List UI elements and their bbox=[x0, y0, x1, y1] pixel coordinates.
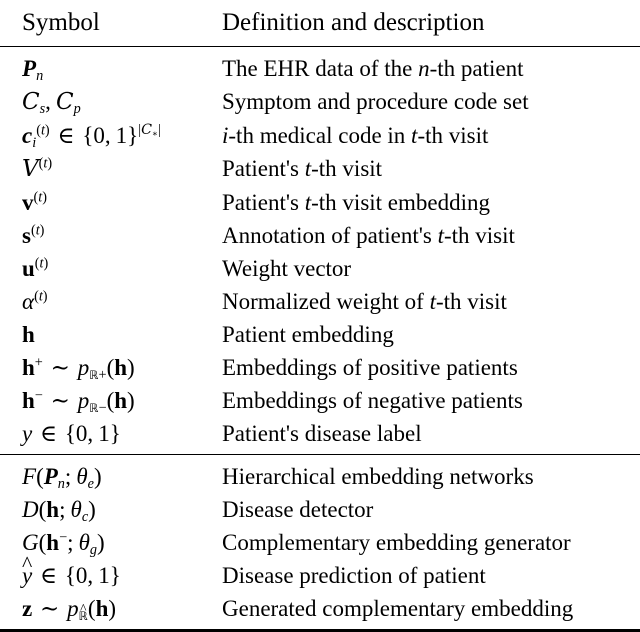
symbol-cell: y^∈{0,1} bbox=[21, 551, 121, 588]
symbol-cell: h−∼pℝ−(h) bbox=[22, 387, 135, 416]
description-cell: Patient's t-th visit embedding bbox=[222, 190, 490, 215]
table-row: h−∼pℝ−(h) Embeddings of negative patient… bbox=[0, 384, 640, 417]
description-cell: The EHR data of the n-th patient bbox=[222, 46, 640, 85]
table-row: V(t) Patient's t-th visit bbox=[0, 152, 640, 186]
symbol-cell: F(Pn;θe) bbox=[0, 454, 222, 493]
description-cell: Weight vector bbox=[222, 256, 352, 281]
table-row: y^∈{0,1} Disease prediction of patient bbox=[0, 551, 640, 592]
description-cell: Patient embedding bbox=[222, 322, 394, 347]
table-header-row: Symbol Definition and description bbox=[0, 0, 640, 47]
description-cell: Disease prediction of patient bbox=[222, 563, 486, 588]
table-row: h+∼pℝ+(h) Embeddings of positive patient… bbox=[0, 351, 640, 384]
table-row: G(h−;θg) Complementary embedding generat… bbox=[0, 526, 640, 559]
symbol-cell: G(h−;θg) bbox=[22, 529, 105, 558]
table-row: ci(t)∈{0,1}|C∗| i-th medical code in t-t… bbox=[0, 119, 640, 152]
description-cell: Hierarchical embedding networks bbox=[222, 454, 640, 493]
symbol-cell: α(t) bbox=[22, 288, 48, 314]
description-cell: Generated complementary embedding bbox=[222, 592, 640, 632]
symbol-cell: u(t) bbox=[22, 255, 49, 281]
symbol-cell: y∈{0,1} bbox=[22, 421, 121, 446]
description-cell: Patient's t-th visit bbox=[222, 156, 383, 181]
table-row: u(t) Weight vector bbox=[0, 252, 640, 285]
table-row: F(Pn;θe) Hierarchical embedding networks bbox=[0, 454, 640, 493]
table-row: z∼pℝ^(h) Generated complementary embeddi… bbox=[0, 592, 640, 632]
symbol-cell: ci(t)∈{0,1}|C∗| bbox=[22, 122, 161, 151]
symbol-cell: h+∼pℝ+(h) bbox=[22, 354, 135, 383]
section-model-components-notation: F(Pn;θe) Hierarchical embedding networks… bbox=[0, 454, 640, 632]
symbol-cell: D(h;θc) bbox=[22, 497, 96, 525]
table-row: Cs,Cp Symptom and procedure code set bbox=[0, 85, 640, 119]
table-row: α(t) Normalized weight of t-th visit bbox=[0, 285, 640, 318]
symbol-cell: Pn bbox=[0, 46, 222, 85]
column-header-symbol: Symbol bbox=[22, 9, 100, 36]
symbol-cell: v(t) bbox=[22, 189, 47, 215]
symbol-cell: s(t) bbox=[22, 222, 45, 248]
description-cell: i-th medical code in t-th visit bbox=[222, 123, 489, 148]
table-header: Symbol Definition and description bbox=[0, 0, 640, 47]
table-row: Pn The EHR data of the n-th patient bbox=[0, 46, 640, 85]
section-data-and-embedding-notation: Pn The EHR data of the n-th patient Cs,C… bbox=[0, 46, 640, 455]
table-row: s(t) Annotation of patient's t-th visit bbox=[0, 219, 640, 252]
description-cell: Disease detector bbox=[222, 497, 374, 522]
symbol-cell: V(t) bbox=[22, 155, 53, 182]
description-cell: Normalized weight of t-th visit bbox=[222, 289, 507, 314]
table-row: h Patient embedding bbox=[0, 318, 640, 351]
symbol-cell: z∼pℝ^(h) bbox=[0, 592, 222, 632]
description-cell: Annotation of patient's t-th visit bbox=[222, 223, 515, 248]
description-cell: Embeddings of negative patients bbox=[222, 388, 523, 413]
column-header-description: Definition and description bbox=[222, 9, 485, 36]
table-row: y∈{0,1} Patient's disease label bbox=[0, 417, 640, 455]
table-row: v(t) Patient's t-th visit embedding bbox=[0, 186, 640, 219]
table-row: D(h;θc) Disease detector bbox=[0, 493, 640, 526]
description-cell: Patient's disease label bbox=[222, 421, 422, 446]
symbol-cell: h bbox=[22, 322, 35, 347]
description-cell: Symptom and procedure code set bbox=[222, 89, 529, 114]
description-cell: Complementary embedding generator bbox=[222, 530, 571, 555]
symbol-cell: Cs,Cp bbox=[22, 89, 81, 117]
description-cell: Embeddings of positive patients bbox=[222, 355, 518, 380]
